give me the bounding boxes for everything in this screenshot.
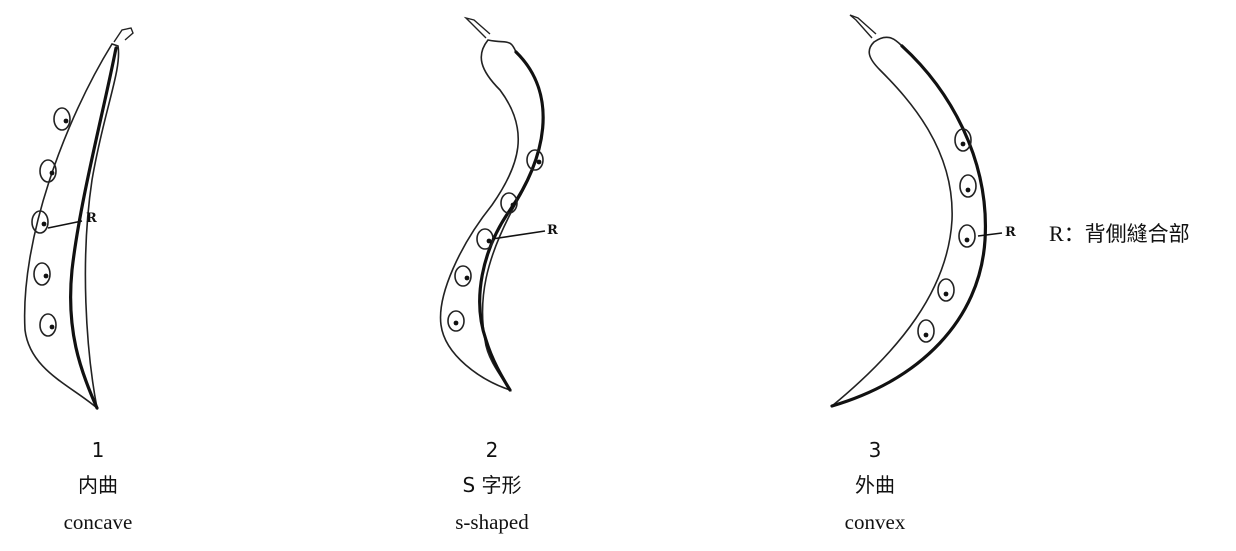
seed — [53, 107, 71, 131]
pod-2-outline — [439, 39, 545, 392]
pod-2-number: 2 — [485, 438, 499, 462]
pod-1-stem — [113, 27, 134, 43]
seed — [937, 278, 955, 302]
pod-3-number: 3 — [868, 438, 882, 462]
pod-2-caption: 2 S 字形 s-shaped — [402, 437, 582, 537]
legend-text: ：背側縫合部 — [1063, 222, 1190, 246]
seed — [954, 128, 972, 152]
seed — [33, 262, 51, 286]
pod-1-number: 1 — [91, 438, 105, 462]
pod-3-label-en: convex — [844, 510, 906, 534]
pod-2-r-marker: R — [547, 223, 558, 238]
pod-1-concave-drawing — [23, 27, 134, 411]
seed — [39, 313, 57, 337]
pod-3-seeds — [917, 128, 977, 343]
seed — [31, 210, 49, 234]
pod-1-dorsal-suture — [68, 46, 118, 410]
pod-1-label-en: concave — [63, 510, 133, 534]
pod-1-r-marker: R — [86, 211, 97, 226]
pod-2-s-shaped-drawing — [439, 16, 546, 392]
seed — [917, 319, 935, 343]
pod-1-caption: 1 内曲 concave — [8, 437, 188, 537]
pod-1-leader-line — [47, 220, 83, 229]
pod-3-stem — [849, 14, 877, 39]
pod-3-dorsal-suture — [830, 44, 988, 408]
pod-3-caption: 3 外曲 convex — [785, 437, 965, 537]
pod-3-leader-line — [977, 232, 1003, 237]
legend: R：背側縫合部 — [1049, 218, 1190, 248]
seed — [454, 265, 472, 287]
seed — [39, 159, 57, 183]
pod-1-seeds — [31, 107, 71, 337]
pod-3-label-ja: 外曲 — [855, 473, 895, 497]
pod-2-label-en: s-shaped — [455, 510, 529, 534]
legend-symbol: R — [1049, 221, 1064, 246]
seed — [958, 224, 976, 248]
pod-2-seeds — [447, 149, 544, 332]
pod-2-leader-line — [491, 230, 546, 240]
seed — [447, 310, 465, 332]
pod-3-convex-drawing — [830, 14, 1003, 408]
seed — [526, 149, 544, 171]
seed — [959, 174, 977, 198]
pod-2-stem — [463, 16, 491, 39]
pod-2-label-ja: S 字形 — [462, 473, 522, 497]
pod-3-r-marker: R — [1005, 225, 1016, 240]
pod-1-label-ja: 内曲 — [78, 473, 118, 497]
pod-3-outline — [831, 36, 987, 407]
seed — [500, 192, 518, 214]
